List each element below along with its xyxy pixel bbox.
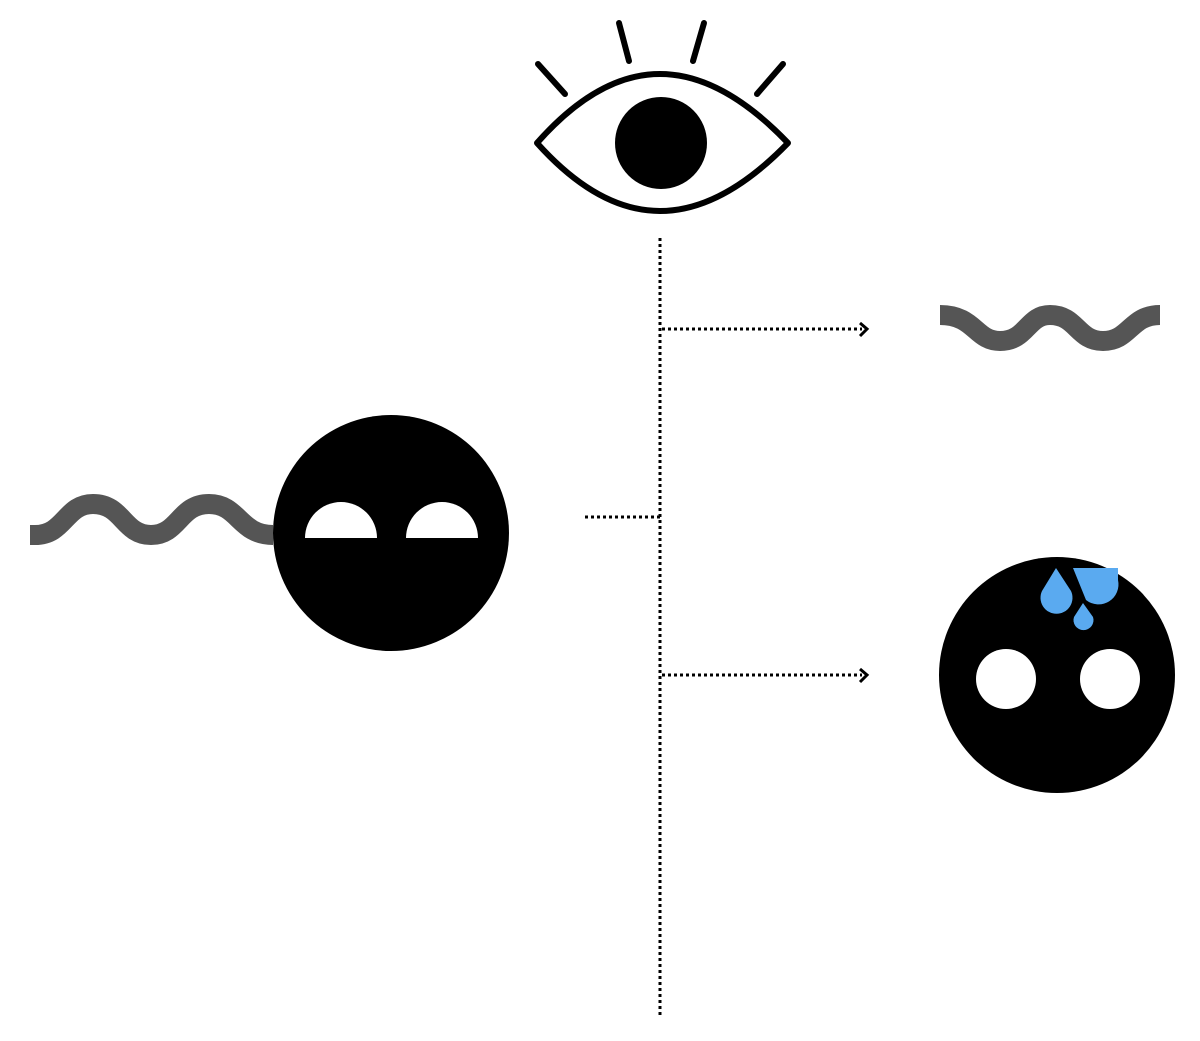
lower-branch-arrow xyxy=(662,667,870,684)
sweating-face-icon xyxy=(939,557,1175,793)
eyelash xyxy=(690,20,707,64)
eyelash xyxy=(535,61,568,97)
sweat-drop-icon xyxy=(1040,568,1073,614)
sweat-drop-icon xyxy=(1073,568,1119,605)
eye-pupil xyxy=(615,97,707,189)
wide-eye xyxy=(1080,649,1140,709)
sleepy-face-icon xyxy=(273,415,509,651)
half-closed-eye xyxy=(305,502,377,538)
upper-branch-arrow xyxy=(662,321,870,338)
face-circle xyxy=(273,415,509,651)
eyelash xyxy=(754,61,786,97)
wide-eye xyxy=(976,649,1036,709)
sweat-drop-icon xyxy=(1073,603,1094,631)
half-closed-eye xyxy=(406,502,478,538)
wave-icon xyxy=(25,494,274,545)
arrow-head xyxy=(858,321,870,338)
eye-icon xyxy=(534,20,791,214)
face-circle xyxy=(939,557,1175,793)
wave-icon xyxy=(939,305,1161,351)
arrow-head xyxy=(858,667,870,684)
eyelash xyxy=(616,20,632,64)
